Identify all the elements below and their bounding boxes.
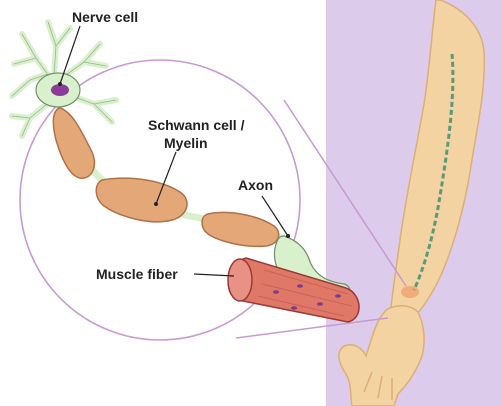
leader-dot-nerve-cell [58, 82, 62, 86]
label-nerve-cell: Nerve cell [72, 9, 138, 25]
label-schwann-line2: Myelin [164, 135, 208, 151]
leader-dot-schwann [154, 202, 158, 206]
muscle-spot [401, 286, 419, 298]
label-muscle-fiber: Muscle fiber [96, 266, 178, 282]
muscle-fiber-end [228, 259, 252, 301]
muscle-nucleus [291, 306, 297, 310]
label-axon: Axon [238, 177, 273, 193]
myelin-segment-2 [96, 178, 187, 222]
myelin-segment-3 [202, 213, 279, 247]
muscle-nucleus [335, 294, 341, 298]
muscle-nucleus [297, 284, 303, 288]
muscle-nucleus [317, 302, 323, 306]
leader-dot-axon [286, 234, 290, 238]
muscle-nucleus [273, 290, 279, 294]
label-schwann-line1: Schwann cell / [148, 117, 245, 133]
myelin-segment-1 [53, 108, 94, 178]
